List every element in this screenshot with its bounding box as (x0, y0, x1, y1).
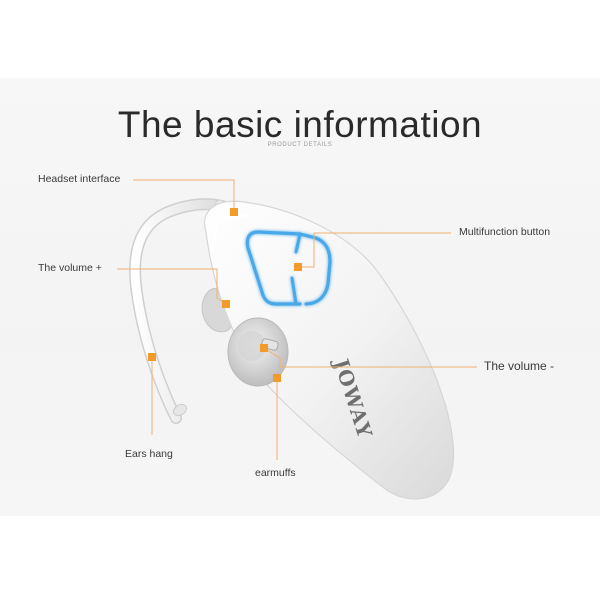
marker-volume-minus (260, 344, 268, 352)
leader-multifunction (298, 232, 451, 268)
marker-earmuffs (273, 374, 281, 382)
marker-volume-plus (222, 300, 230, 308)
page-title: The basic information (117, 104, 483, 145)
label-earmuffs: earmuffs (255, 467, 296, 479)
earmuff-shape (227, 317, 289, 387)
leader-volume-plus (117, 268, 227, 305)
label-multifunction-button: Multifunction button (459, 226, 551, 238)
label-ears-hang: Ears hang (125, 448, 173, 460)
label-volume-plus: The volume + (38, 262, 102, 274)
marker-multifunction (294, 263, 302, 271)
page-subtitle: PRODUCT DETAILS (267, 142, 333, 148)
leader-headset-interface (133, 179, 235, 212)
marker-ears-hang (148, 353, 156, 361)
label-headset-interface: Headset interface (38, 173, 121, 185)
marker-headset-interface (230, 208, 238, 216)
label-volume-minus: The volume - (484, 359, 555, 373)
multifunction-button-shape (245, 230, 332, 306)
leader-volume-minus (263, 347, 477, 368)
